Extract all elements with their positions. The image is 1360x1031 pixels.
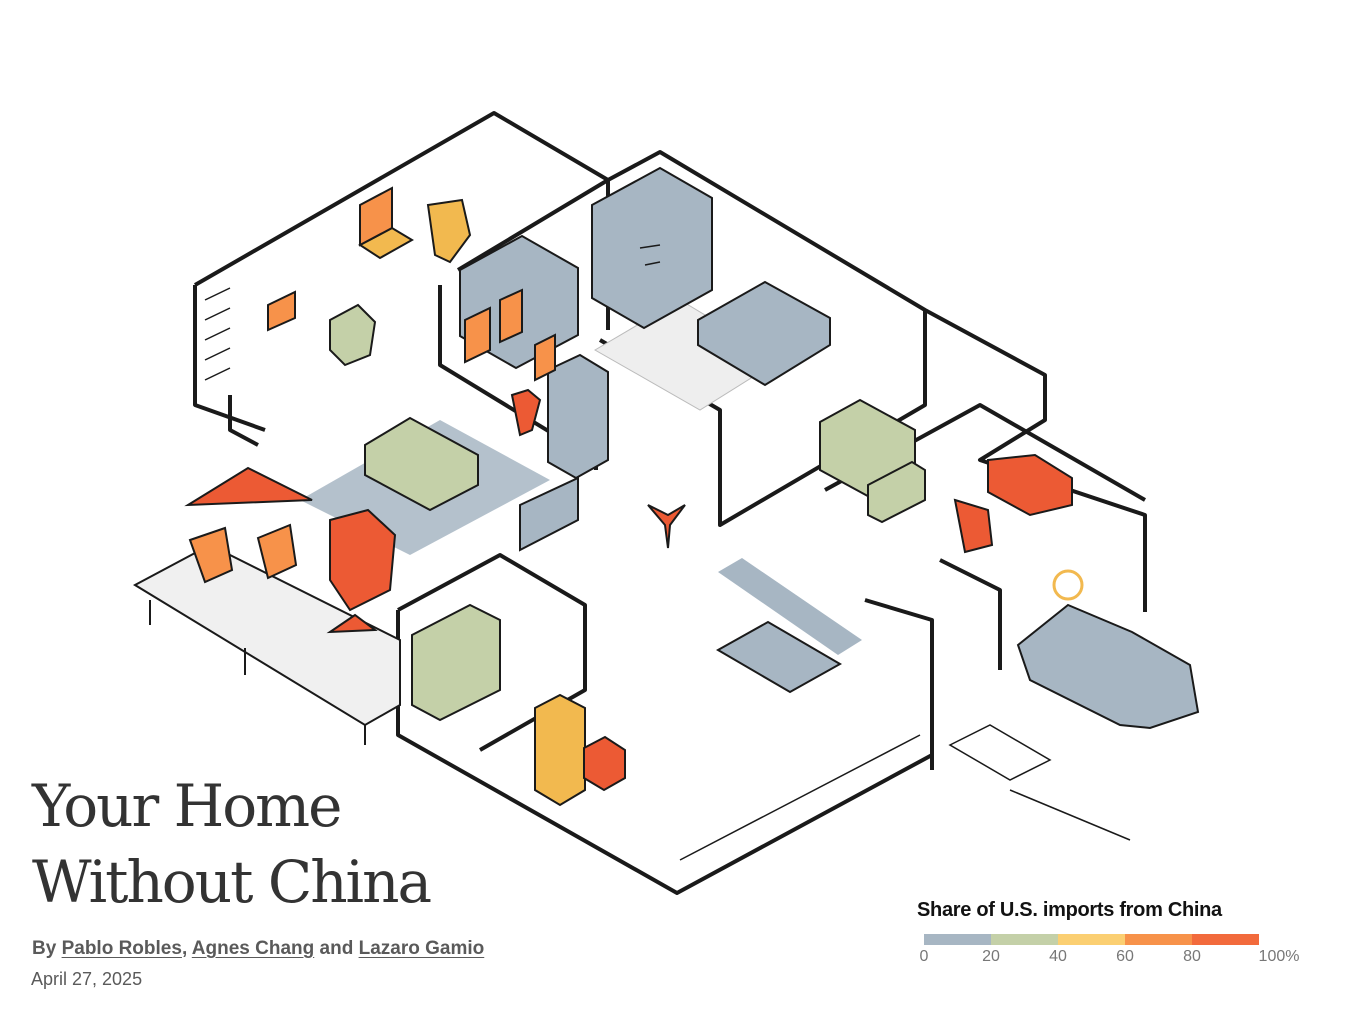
bed	[697, 280, 831, 387]
toilet	[426, 198, 472, 264]
stroller	[953, 498, 994, 554]
legend-tick-label: 100%	[1258, 948, 1300, 965]
headline-line-1: Your Home	[32, 772, 343, 840]
kitchen-wall-2	[864, 598, 934, 770]
refrigerator	[534, 693, 586, 807]
left-wall	[193, 285, 266, 432]
byline-prefix: By	[32, 938, 57, 959]
legend-tick-label: 60	[1116, 948, 1134, 965]
author-link-lazaro-gamio[interactable]: Lazaro Gamio	[358, 938, 485, 959]
microwave	[583, 735, 626, 792]
hallway-runner	[718, 558, 862, 655]
umbrella	[184, 466, 313, 507]
couch	[364, 416, 479, 512]
small-umbrella	[326, 613, 378, 634]
dining-table	[715, 620, 843, 694]
bicycle	[1052, 569, 1084, 601]
plant	[647, 504, 686, 549]
legend-ticks: 0 20 40 60 80 100%	[917, 948, 1300, 968]
legend-tick-label: 80	[1183, 948, 1201, 965]
laptop	[267, 290, 296, 332]
headline: Your Home Without China	[32, 768, 432, 920]
legend-swatch	[1192, 934, 1259, 945]
mirror	[359, 186, 393, 247]
wall-frames	[464, 306, 491, 364]
headline-line-2: Without China	[32, 848, 432, 916]
legend-title: Share of U.S. imports from China	[917, 899, 1222, 921]
legend-tick-label: 0	[919, 948, 929, 965]
legend-tick-label: 40	[1049, 948, 1067, 965]
legend-swatch	[1058, 934, 1125, 945]
color-legend: Share of U.S. imports from China 0 20 40 60…	[917, 899, 1299, 965]
grill	[329, 508, 397, 612]
legend-swatch	[1125, 934, 1192, 945]
patio-chairs	[188, 526, 234, 584]
suitcases	[867, 460, 926, 524]
byline: By Pablo Robles, Agnes Chang and Lazaro …	[32, 938, 484, 960]
author-link-pablo-robles[interactable]: Pablo Robles	[61, 938, 182, 959]
legend-swatch	[924, 934, 991, 945]
legend-swatch	[991, 934, 1058, 945]
inner-wall-1	[228, 395, 259, 447]
storage-box	[987, 453, 1073, 517]
byline-separator: ,	[181, 938, 188, 959]
car	[1016, 603, 1200, 730]
office-chair	[329, 303, 377, 367]
publish-date: April 27, 2025	[31, 969, 143, 989]
legend-tick-label: 20	[982, 948, 1000, 965]
bookshelf	[547, 353, 609, 480]
garage-wall	[939, 558, 1002, 670]
byline-conjunction: and	[319, 938, 354, 959]
legend-color-bar	[924, 934, 1259, 945]
author-link-agnes-chang[interactable]: Agnes Chang	[191, 938, 315, 959]
pantry-shelves	[411, 603, 501, 722]
tv	[519, 476, 579, 552]
